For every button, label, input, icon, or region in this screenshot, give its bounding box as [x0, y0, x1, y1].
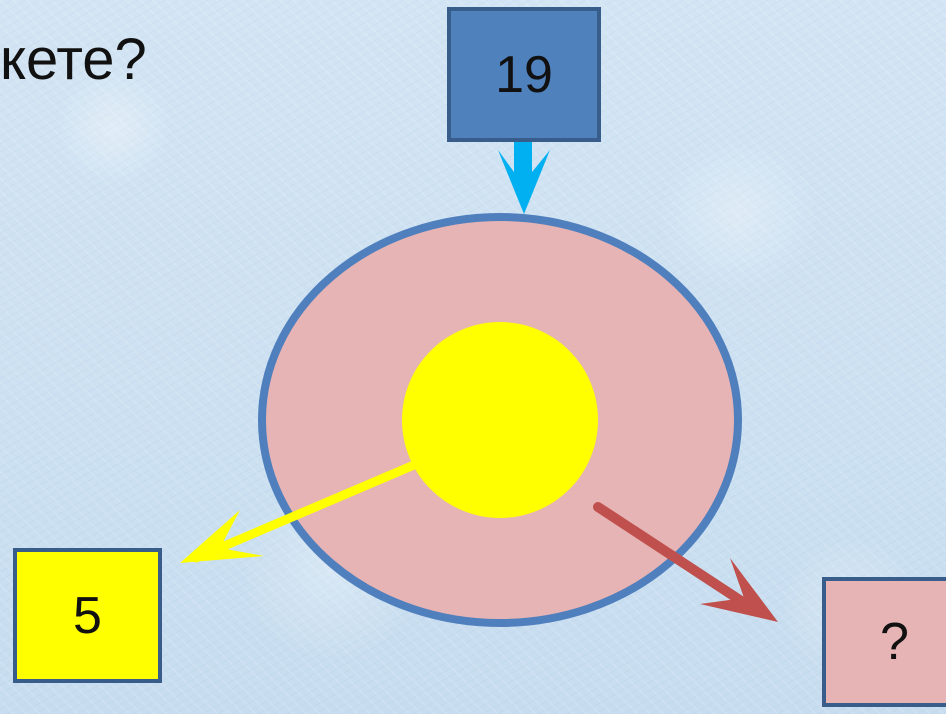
box-top-number: 19	[447, 7, 601, 142]
arrow-to-box-question	[593, 502, 778, 622]
box-left-label: 5	[73, 586, 102, 645]
box-right-unknown: ?	[822, 577, 946, 707]
arrow-to-box-5	[180, 460, 419, 563]
box-top-label: 19	[495, 45, 553, 104]
arrow-top-to-ellipse	[498, 142, 550, 214]
box-right-label: ?	[880, 613, 909, 671]
question-text: кете?	[0, 27, 147, 92]
box-left-number: 5	[13, 548, 162, 683]
inner-circle	[402, 322, 598, 518]
